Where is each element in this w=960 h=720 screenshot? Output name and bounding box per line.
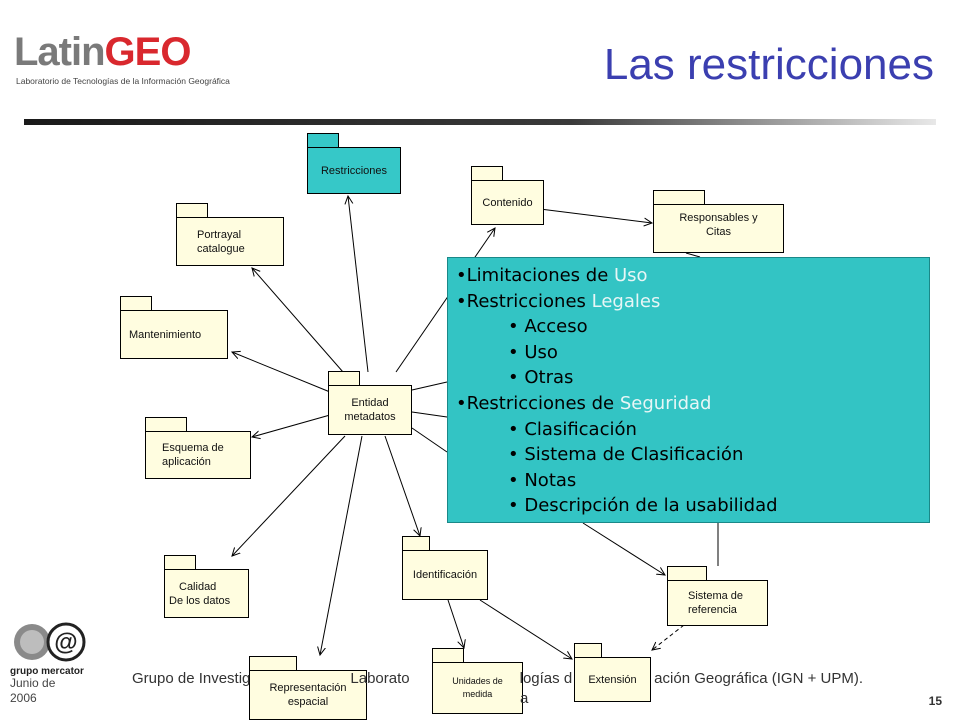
bullet-icon: • [508, 469, 525, 491]
info-subitem: • Notas [456, 468, 929, 494]
info-item: •Restricciones Legales [456, 289, 929, 315]
bullet-icon: • [508, 367, 525, 389]
link-responsables-stub [685, 252, 701, 258]
title-divider [24, 119, 936, 125]
info-subitem: • Acceso [456, 314, 929, 340]
footer-date: Junio de 2006 [10, 676, 56, 705]
info-item-text: Uso [524, 341, 558, 363]
svg-text:@: @ [54, 629, 77, 656]
link-contenido-responsables [539, 208, 652, 223]
bullet-icon: • [456, 265, 467, 286]
link-identificacion [384, 435, 420, 536]
link-contenido [395, 228, 495, 373]
link-unidades [447, 599, 464, 648]
logo-subtitle: Laboratorio de Tecnologías de la Informa… [16, 76, 230, 86]
info-item-text: Restricciones de [466, 392, 620, 414]
page-number: 15 [928, 694, 942, 708]
bullet-icon: • [508, 316, 525, 338]
link-sistema [582, 522, 665, 575]
grupo-mercator-logo: @ grupo mercator [10, 620, 98, 682]
info-item-text: Notas [524, 469, 577, 491]
info-subitem: • Sistema de Clasificación [456, 442, 929, 468]
info-item-accent: Uso [614, 265, 648, 286]
bullet-icon: • [508, 418, 525, 440]
bullet-icon: • [508, 444, 525, 466]
info-item: •Restricciones de Seguridad [456, 391, 929, 417]
link-sistema-extension [652, 624, 685, 650]
info-item-text: Sistema de Clasificación [524, 444, 744, 466]
latingeo-logo: LatinGEO Laboratorio de Tecnologías de l… [14, 30, 234, 90]
info-item-accent: Legales [591, 290, 661, 312]
bullet-icon: • [508, 495, 525, 517]
info-item-text: Clasificación [524, 418, 637, 440]
bullet-icon: • [456, 290, 467, 312]
link-restricciones [348, 196, 369, 373]
restrictions-info-box: •Limitaciones de Uso•Restricciones Legal… [447, 257, 930, 523]
bullet-icon: • [508, 341, 525, 363]
info-item-text: Descripción de la usabilidad [524, 495, 778, 517]
logo-wordmark: LatinGEO [14, 30, 191, 74]
bullet-icon: • [456, 392, 467, 414]
info-subitem: • Otras [456, 365, 929, 391]
info-subitem: • Clasificación [456, 417, 929, 443]
link-entidad-right2 [411, 411, 448, 418]
link-mantenimiento [232, 352, 331, 393]
link-entidad-right [411, 381, 448, 391]
link-entidad-right3 [411, 427, 448, 453]
link-extension [479, 599, 572, 659]
logo-grupo-mercator-text: grupo mercator [10, 666, 84, 677]
page-title: Las restricciones [603, 40, 934, 89]
info-item-text: Acceso [524, 316, 588, 338]
info-item-accent: Seguridad [619, 392, 712, 414]
info-subitem: • Descripción de la usabilidad [456, 493, 929, 519]
info-item-text: Otras [524, 367, 574, 389]
link-representacion [320, 435, 363, 655]
info-item-text: Limitaciones de [466, 265, 614, 286]
info-subitem: • Uso [456, 340, 929, 366]
link-portrayal [252, 268, 351, 381]
info-item: •Limitaciones de Uso [456, 263, 929, 289]
link-calidad [232, 435, 346, 556]
link-esquema [252, 414, 331, 437]
footer-text-line2: a [520, 690, 529, 707]
info-item-text: Restricciones [466, 290, 592, 312]
